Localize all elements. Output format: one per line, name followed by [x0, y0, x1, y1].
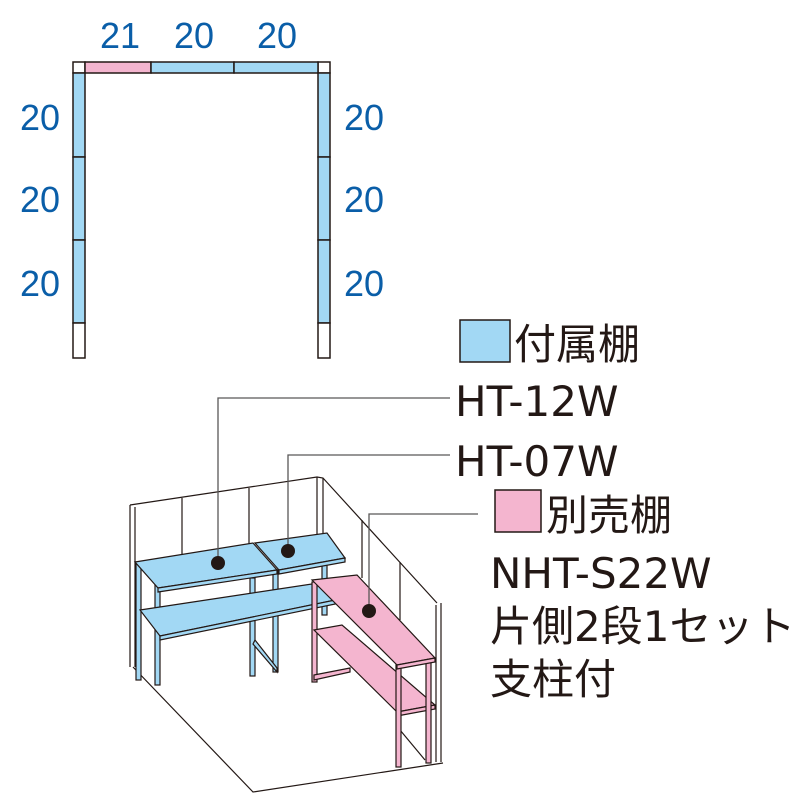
- shelf-leg: [135, 561, 142, 681]
- plan-right-blue: [317, 72, 331, 158]
- isometric-view: [129, 476, 444, 793]
- shelf-foot: [252, 638, 278, 674]
- leader-lines: [217, 397, 478, 610]
- dim-right-1: 20: [344, 97, 384, 138]
- shelf-edge: [396, 657, 436, 670]
- plan-corner: [72, 61, 86, 74]
- plan-left-blue: [72, 156, 86, 241]
- plan-right-end: [317, 322, 331, 359]
- plan-top-blue: [150, 61, 235, 74]
- shelf-edge: [278, 557, 346, 575]
- dim-left-3: 20: [20, 263, 60, 304]
- plan-dimensions: 21 20 20 20 20 20 20 20 20: [20, 15, 384, 304]
- shelf-leg: [395, 664, 402, 768]
- marker-dot-ht-07w: [281, 544, 295, 558]
- back-wall-top: [129, 476, 438, 604]
- plan-left-blue: [72, 239, 86, 324]
- dim-top-1: 21: [100, 15, 140, 56]
- model-ht-07w: HT-07W: [455, 437, 619, 486]
- legend-optional-label: 別売棚: [546, 491, 672, 540]
- marker-dot-ht-12w: [211, 556, 225, 570]
- plan-left-end: [72, 322, 86, 359]
- optional-note-1: 片側2段1セット: [490, 602, 795, 651]
- optional-note-2: 支柱付: [490, 655, 616, 704]
- plan-top-blue: [233, 61, 319, 74]
- plan-top-pink: [84, 61, 152, 74]
- plan-view: [72, 61, 331, 359]
- model-ht-12w: HT-12W: [455, 377, 619, 426]
- pink-shelf: [310, 574, 437, 768]
- dim-left-1: 20: [20, 97, 60, 138]
- plan-corner: [317, 61, 331, 74]
- marker-dot-nht-s22w: [362, 604, 376, 618]
- dim-left-2: 20: [20, 179, 60, 220]
- model-nht-s22w: NHT-S22W: [490, 549, 712, 598]
- plan-right-blue: [317, 239, 331, 324]
- leader-ht-12w: [217, 397, 450, 563]
- floor-line: [399, 729, 426, 761]
- leader-nht-s22w: [368, 513, 478, 610]
- shelf-leg: [425, 659, 432, 764]
- dim-top-3: 20: [257, 15, 297, 56]
- legend-swatch-pink: [494, 489, 542, 533]
- shelf-foot: [313, 667, 351, 681]
- legend-included-label: 付属棚: [514, 320, 640, 369]
- shelf-edge: [157, 569, 278, 593]
- dim-right-2: 20: [344, 179, 384, 220]
- leader-ht-07w: [287, 454, 450, 551]
- dim-right-3: 20: [344, 263, 384, 304]
- plan-right-blue: [317, 156, 331, 241]
- plan-left-blue: [72, 72, 86, 158]
- legend-swatch-blue: [459, 319, 511, 363]
- shelf-leg: [272, 569, 279, 673]
- floor-outline: [132, 666, 444, 793]
- dim-top-2: 20: [174, 15, 214, 56]
